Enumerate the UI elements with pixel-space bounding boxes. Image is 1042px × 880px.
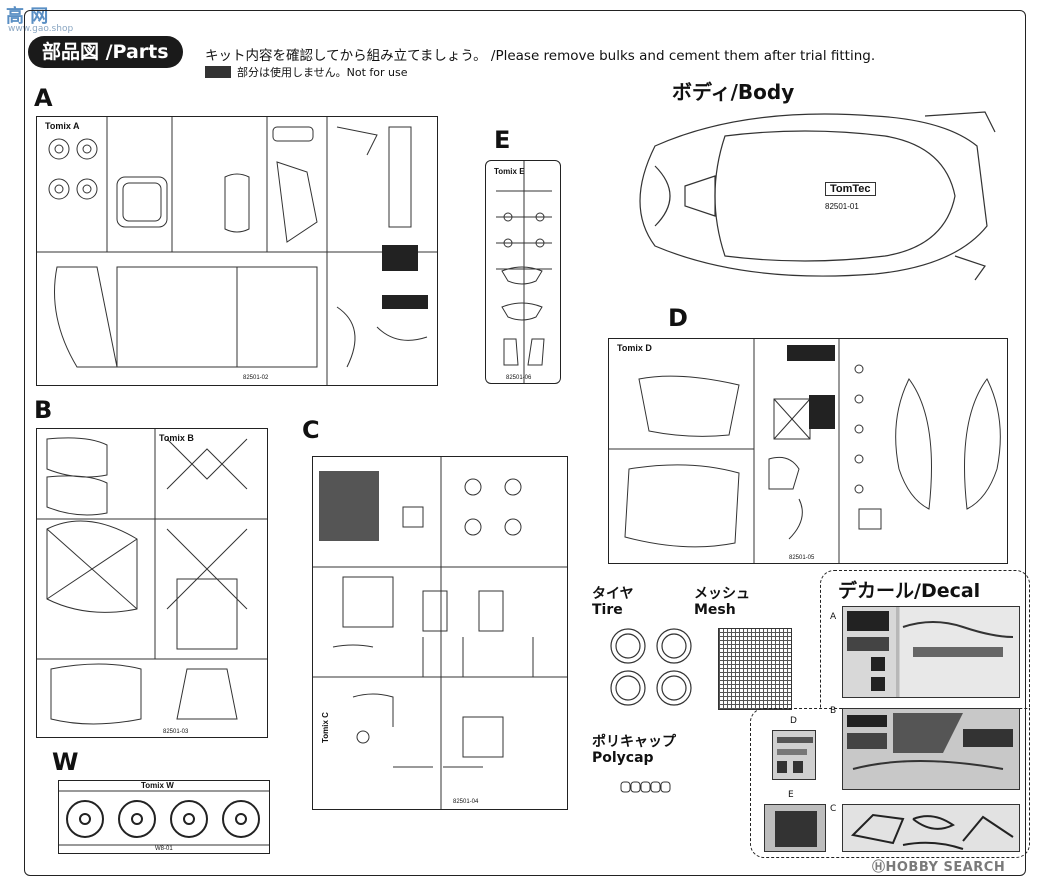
page-title: 部品図 /Parts: [28, 36, 183, 68]
sprue-e-code: 82501-06: [506, 375, 532, 381]
decal-sheet-e: [764, 804, 826, 852]
legend: 部分は使用しません。Not for use: [205, 64, 408, 80]
decal-sheet-c-letter: C: [830, 804, 837, 814]
sprue-a-drawing: [37, 117, 437, 385]
sprue-d-code: 82501-05: [789, 555, 815, 561]
sprue-c-drawing: [313, 457, 567, 809]
decal-sheet-a: [842, 606, 1020, 698]
tire-group: [606, 626, 698, 710]
sprue-a-letter: A: [34, 84, 53, 112]
mesh-label: メッシュ Mesh: [694, 586, 750, 618]
decal-sheet-b-letter: B: [830, 706, 837, 716]
sprue-b: Tomix B 82501-03: [36, 428, 268, 738]
sprue-w-letter: W: [52, 748, 79, 776]
mesh-label-en: Mesh: [694, 602, 736, 618]
decal-sheet-d-drawing: [777, 737, 813, 773]
decal-sheet-b: [842, 708, 1020, 790]
decal-sheet-d: [772, 730, 816, 780]
watermark-hobby-search: ⒽHOBBY SEARCH: [872, 860, 1006, 875]
decal-frame-top: [820, 570, 1030, 708]
sprue-c: Tomix C 82501-04: [312, 456, 568, 810]
decal-sheet-e-letter: E: [788, 790, 794, 800]
sprue-d: Tomix D 82501-05: [608, 338, 1008, 564]
decal-sheet-c-drawing: [850, 813, 1014, 850]
body-logo: TomTec: [825, 182, 876, 196]
watermark-logo: 高 网: [6, 6, 49, 27]
sprue-b-drawing: [37, 429, 267, 725]
sprue-c-letter: C: [302, 416, 320, 444]
mesh-label-jp: メッシュ: [694, 586, 750, 602]
sprue-d-logo: Tomix D: [617, 343, 652, 353]
body-label: ボディ/Body: [672, 80, 795, 104]
sprue-b-logo: Tomix B: [159, 433, 194, 443]
tire-label: タイヤ Tire: [592, 586, 634, 618]
polycap-label-en: Polycap: [592, 750, 654, 766]
tire-label-jp: タイヤ: [592, 586, 634, 602]
decal-sheet-b-drawing: [847, 713, 1013, 770]
polycap-label: ポリキャップ Polycap: [592, 734, 676, 766]
tire-drawing: [610, 628, 692, 706]
sprue-w-logo: Tomix W: [139, 781, 176, 790]
not-for-use-swatch: [205, 66, 231, 78]
instruction-text: キット内容を確認してから組み立てましょう。 /Please remove bul…: [205, 48, 876, 64]
sprue-w-code: W8-01: [155, 846, 173, 852]
tire-label-en: Tire: [592, 602, 623, 618]
decal-sheet-c: [842, 804, 1020, 852]
sprue-a-code: 82501-02: [243, 375, 269, 381]
sprue-b-letter: B: [34, 396, 53, 424]
sprue-w-drawing: [59, 790, 269, 846]
page-frame: [24, 10, 1026, 876]
sprue-c-code: 82501-04: [453, 799, 479, 805]
polycap-label-jp: ポリキャップ: [592, 734, 676, 750]
watermark-domain: www.gao.shop: [8, 24, 74, 34]
sprue-w: Tomix W W8-01: [58, 780, 270, 854]
body-code: 82501-01: [825, 202, 859, 211]
sprue-e-letter: E: [494, 126, 511, 154]
sprue-c-logo: Tomix C: [321, 712, 330, 743]
sprue-b-code: 82501-03: [163, 729, 189, 735]
sprue-d-letter: D: [668, 304, 688, 332]
legend-text: 部分は使用しません。Not for use: [237, 66, 408, 79]
body-outline: [639, 111, 996, 281]
sprue-a-logo: Tomix A: [45, 121, 80, 131]
decal-sheet-a-drawing: [847, 611, 1014, 691]
polycap-drawing: [620, 781, 671, 793]
sprue-e-drawing: [496, 161, 552, 383]
polycap-group: [620, 780, 672, 793]
body-drawing: TomTec 82501-01: [625, 106, 1005, 286]
sprue-a: Tomix A 82501-02: [36, 116, 438, 386]
decal-sheet-e-drawing: [775, 811, 817, 847]
sprue-d-drawing: [609, 339, 1001, 563]
decal-title: デカール/Decal: [838, 580, 981, 602]
mesh-sheet: [718, 628, 792, 710]
decal-sheet-a-letter: A: [830, 612, 837, 622]
sprue-e: Tomix E 82501-06: [485, 160, 561, 384]
sprue-e-logo: Tomix E: [494, 167, 525, 176]
decal-sheet-d-letter: D: [790, 716, 797, 726]
